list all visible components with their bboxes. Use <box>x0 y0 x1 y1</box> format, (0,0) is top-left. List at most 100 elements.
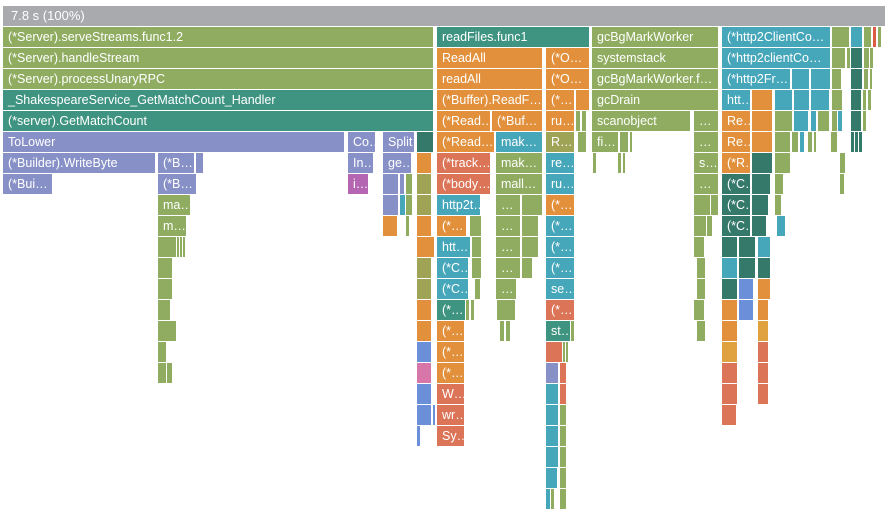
flame-frame[interactable]: Sy… <box>437 426 464 446</box>
flame-frame[interactable]: (*C… <box>722 174 750 194</box>
flame-frame[interactable] <box>794 111 808 131</box>
flame-frame[interactable] <box>775 111 792 131</box>
flame-frame[interactable] <box>832 111 837 131</box>
flame-frame[interactable] <box>417 363 431 383</box>
flame-frame[interactable] <box>851 48 862 68</box>
flame-frame[interactable] <box>694 300 704 320</box>
flame-frame[interactable]: (*C… <box>722 216 750 236</box>
flame-frame[interactable] <box>694 237 704 257</box>
flame-frame[interactable] <box>851 111 861 131</box>
flame-frame[interactable]: (*Bui… <box>3 174 52 194</box>
flame-frame[interactable] <box>863 111 866 131</box>
flame-frame[interactable] <box>752 174 770 194</box>
flame-frame[interactable] <box>758 258 770 278</box>
flame-frame[interactable]: (*R… <box>722 153 750 173</box>
flame-frame[interactable]: (*http2ClientCo… <box>722 27 830 47</box>
flame-frame[interactable]: (*… <box>546 90 574 110</box>
flame-frame[interactable] <box>840 174 844 194</box>
flame-frame[interactable] <box>792 132 798 152</box>
flame-frame[interactable]: (*… <box>437 363 464 383</box>
flame-frame[interactable] <box>158 342 166 362</box>
flame-frame[interactable]: wr… <box>437 405 464 425</box>
flame-frame[interactable] <box>739 279 753 299</box>
flame-frame[interactable]: readFiles.func1 <box>437 27 589 47</box>
flame-frame[interactable] <box>417 132 433 152</box>
flame-frame[interactable]: ge… <box>383 153 411 173</box>
flame-frame[interactable]: … <box>496 195 520 215</box>
flame-frame[interactable] <box>722 363 737 383</box>
flame-frame[interactable]: (*Builder).WriteByte <box>3 153 155 173</box>
flame-frame[interactable]: ma… <box>158 195 190 215</box>
flame-frame[interactable] <box>878 27 881 47</box>
flame-frame[interactable]: Re… <box>722 111 750 131</box>
flame-frame[interactable] <box>758 300 768 320</box>
flame-frame[interactable] <box>864 27 871 47</box>
flame-frame[interactable]: Split <box>383 132 414 152</box>
flame-frame[interactable] <box>417 384 431 404</box>
flame-frame[interactable] <box>811 111 816 131</box>
flame-frame[interactable]: (*… <box>437 321 464 341</box>
flame-frame[interactable]: (*O… <box>546 48 589 68</box>
flame-frame[interactable] <box>560 447 566 467</box>
flame-frame[interactable] <box>864 69 868 89</box>
flame-frame[interactable]: (*C… <box>437 279 468 299</box>
flame-frame[interactable] <box>707 216 712 236</box>
flame-frame[interactable] <box>158 300 170 320</box>
flame-frame[interactable] <box>752 153 772 173</box>
flame-frame[interactable]: (*C… <box>437 258 468 278</box>
flame-frame[interactable] <box>546 468 557 488</box>
flame-frame[interactable] <box>576 90 589 110</box>
flame-frame[interactable] <box>752 111 772 131</box>
flame-frame[interactable] <box>582 111 586 131</box>
flame-frame[interactable] <box>794 90 809 110</box>
flame-frame[interactable] <box>546 426 558 446</box>
flame-frame[interactable] <box>722 279 737 299</box>
flame-frame[interactable]: (*C… <box>722 195 750 215</box>
flame-frame[interactable] <box>466 300 469 320</box>
flame-frame[interactable] <box>470 216 481 236</box>
flame-frame[interactable]: (*track… <box>437 153 490 173</box>
flame-frame[interactable] <box>417 279 431 299</box>
flame-frame[interactable] <box>851 90 861 110</box>
flame-frame[interactable] <box>722 384 737 404</box>
flame-frame[interactable] <box>522 258 532 278</box>
flame-frame[interactable]: (*http2Fr… <box>722 69 790 89</box>
flame-frame[interactable] <box>870 69 872 89</box>
flame-frame[interactable]: fi… <box>592 132 618 152</box>
flame-frame[interactable] <box>811 90 829 110</box>
flame-frame[interactable]: _ShakespeareService_GetMatchCount_Handle… <box>3 90 433 110</box>
flame-frame[interactable] <box>864 48 869 68</box>
flame-frame[interactable]: (*server).GetMatchCount <box>3 111 433 131</box>
flame-frame[interactable] <box>472 258 481 278</box>
flame-frame[interactable] <box>417 258 431 278</box>
flame-frame[interactable]: (*… <box>546 300 574 320</box>
flame-frame[interactable] <box>775 195 781 215</box>
flame-frame[interactable] <box>711 195 718 215</box>
flame-frame[interactable] <box>497 300 515 320</box>
flame-frame[interactable] <box>417 195 431 215</box>
flame-frame[interactable] <box>522 237 538 257</box>
flame-frame[interactable] <box>400 174 404 194</box>
flame-frame[interactable] <box>383 195 398 215</box>
flame-frame[interactable] <box>722 342 737 362</box>
flame-frame[interactable]: st… <box>546 321 570 341</box>
flame-frame[interactable] <box>196 153 203 173</box>
flame-frame[interactable] <box>814 132 816 152</box>
flame-frame[interactable]: ReadAll <box>437 48 542 68</box>
flame-root-frame[interactable]: 7.8 s (100%) <box>3 6 885 26</box>
flame-frame[interactable] <box>630 132 632 152</box>
flame-frame[interactable] <box>546 384 558 404</box>
flame-frame[interactable] <box>623 153 625 173</box>
flame-frame[interactable] <box>775 132 790 152</box>
flame-frame[interactable]: (*… <box>437 300 465 320</box>
flame-frame[interactable] <box>560 426 566 446</box>
flame-frame[interactable] <box>560 489 566 509</box>
flame-frame[interactable] <box>758 321 768 341</box>
flame-frame[interactable]: htt… <box>722 90 750 110</box>
flame-frame[interactable]: In… <box>348 153 373 173</box>
flame-frame[interactable]: … <box>496 279 516 299</box>
flame-frame[interactable]: … <box>496 216 520 236</box>
flame-frame[interactable] <box>775 153 790 173</box>
flame-frame[interactable] <box>158 237 176 257</box>
flame-frame[interactable] <box>383 216 397 236</box>
